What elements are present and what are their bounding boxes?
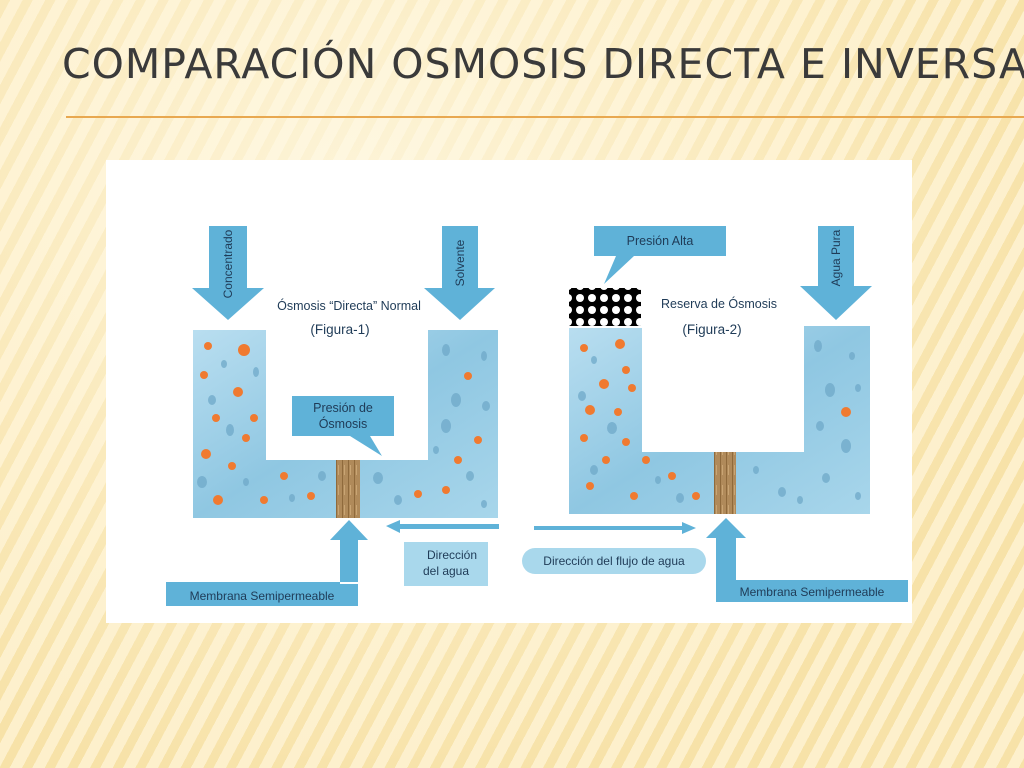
- figure1-pressure-bubble: [292, 396, 394, 456]
- figure1-membrane: [336, 460, 360, 518]
- figure2-arrow-down-right: [800, 226, 872, 320]
- figure2-membrane: [714, 452, 736, 514]
- figure2-membrane-label-box: [716, 580, 908, 602]
- figure2-piston: [569, 288, 641, 326]
- figure1-arrow-down-left: [192, 226, 264, 320]
- title-rule: [66, 116, 1024, 118]
- figure2-flow-label-box: [522, 548, 706, 574]
- figure1-u-tube: [193, 330, 498, 518]
- figure1-caption-title: Ósmosis “Directa” Normal: [277, 298, 421, 313]
- osmosis-diagram: Concentrado Solvente Ósmosis “Directa” N…: [166, 226, 908, 606]
- figure1-arrow-left-label: Concentrado: [221, 229, 235, 298]
- figure1-direction-box: [404, 542, 488, 586]
- figure2-flow-label: Dirección del flujo de agua: [543, 554, 685, 568]
- figure2-pressure-label: Presión Alta: [627, 234, 694, 248]
- figure1-flow-arrow-left: [386, 520, 499, 533]
- figure1-diagram: Concentrado Solvente Ósmosis “Directa” N…: [166, 226, 499, 606]
- figure1-bubble-line2: Ósmosis: [319, 416, 368, 431]
- figure2-arrow-right-label: Agua Pura: [829, 229, 843, 286]
- figure1-arrow-down-right: [424, 226, 495, 320]
- figure1-direction-line1: Dirección: [427, 548, 477, 562]
- figure1-water-droplets: [197, 344, 490, 508]
- figure1-membrane-label-box: [166, 584, 358, 606]
- figure2-membrane-arrow: [706, 518, 746, 580]
- figure2-caption-title: Reserva de Ósmosis: [661, 296, 777, 311]
- figure2-solute-particles: [580, 339, 851, 500]
- figure1-membrane-label: Membrana Semipermeable: [190, 589, 335, 603]
- figure1-caption-figure: (Figura-1): [310, 322, 369, 337]
- figure1-direction-line2: del agua: [423, 564, 469, 578]
- figure1-arrow-right-label: Solvente: [453, 239, 467, 286]
- slide-title: COMPARACIÓN OSMOSIS DIRECTA E INVERSA: [62, 40, 1024, 88]
- figure1-bubble-line1: Presión de: [313, 401, 373, 415]
- figure2-diagram: Presión Alta Agua Pura Reserva de Ósmosi…: [522, 226, 908, 602]
- figure2-u-tube: [569, 326, 870, 514]
- figure2-flow-arrow-right: [534, 522, 696, 534]
- figure-panel: Concentrado Solvente Ósmosis “Directa” N…: [106, 160, 912, 623]
- figure2-caption-figure: (Figura-2): [682, 322, 741, 337]
- figure1-solute-particles: [200, 342, 482, 505]
- figure2-water-droplets: [578, 340, 861, 504]
- figure2-pressure-bubble: [594, 226, 726, 284]
- figure2-membrane-label: Membrana Semipermeable: [740, 585, 885, 599]
